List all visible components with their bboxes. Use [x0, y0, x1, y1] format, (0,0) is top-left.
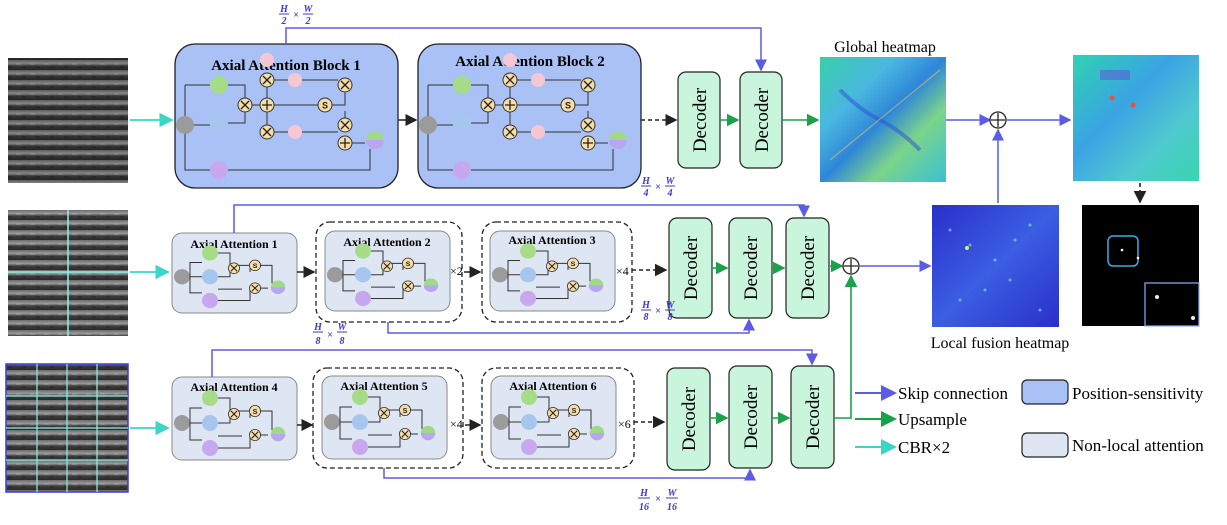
- svg-text:4: 4: [643, 188, 649, 199]
- svg-text:Decoder: Decoder: [798, 235, 819, 300]
- decoder-r1-1: Decoder: [677, 71, 721, 169]
- svg-text:8: 8: [316, 336, 321, 347]
- fraction-row3: H 8 × W 8: [313, 322, 348, 347]
- svg-text:16: 16: [639, 502, 649, 513]
- svg-text:Decoder: Decoder: [752, 87, 773, 152]
- svg-text:Decoder: Decoder: [803, 384, 824, 449]
- input-image-row1: [8, 58, 128, 183]
- decoder-r3-3: Decoder: [790, 365, 835, 469]
- local-heatmap-title: Local fusion heatmap: [931, 335, 1070, 352]
- repeat-x4-row3: ×4: [450, 417, 463, 431]
- local-fusion-heatmap: [932, 205, 1059, 327]
- svg-text:Decoder: Decoder: [741, 235, 762, 300]
- detection-result: [1082, 205, 1200, 327]
- svg-text:CBR×2: CBR×2: [898, 438, 950, 457]
- axial-attention-6: Axial Attention 6: [481, 367, 635, 469]
- svg-text:Axial Attention Block 1: Axial Attention Block 1: [211, 58, 361, 74]
- axial-attention-5: Axial Attention 5: [312, 367, 464, 469]
- decoder-r3-2: Decoder: [728, 365, 773, 469]
- svg-text:8: 8: [340, 336, 345, 347]
- decoder-r2-1: Decoder: [668, 217, 713, 319]
- repeat-x2: ×2: [450, 264, 463, 278]
- svg-text:Non-local attention: Non-local attention: [1072, 436, 1204, 455]
- fusion-add-top: [989, 111, 1007, 129]
- axial-attention-block-1: Axial Attention Block 1: [174, 43, 399, 189]
- svg-text:16: 16: [667, 502, 677, 513]
- svg-text:8: 8: [644, 312, 649, 323]
- svg-text:Axial Attention 5: Axial Attention 5: [340, 379, 427, 393]
- svg-text:×: ×: [655, 306, 661, 317]
- input-image-row2: [8, 210, 128, 336]
- svg-text:W: W: [666, 176, 676, 187]
- fraction-row2b: H 8 × W 8: [641, 300, 676, 323]
- svg-text:Upsample: Upsample: [898, 410, 967, 429]
- svg-text:W: W: [666, 300, 676, 311]
- svg-text:×: ×: [293, 10, 299, 21]
- svg-text:W: W: [338, 322, 348, 333]
- svg-text:Axial Attention Block 2: Axial Attention Block 2: [455, 54, 605, 70]
- decoder-r3-1: Decoder: [666, 367, 711, 471]
- decoder-r1-2: Decoder: [739, 71, 783, 169]
- axial-attention-2: Axial Attention 2: [315, 221, 463, 323]
- input-image-row3: [5, 363, 129, 493]
- fraction-row3b: H 16 × W 16: [638, 488, 678, 513]
- result-heatmap: [1073, 55, 1199, 181]
- global-heatmap-title: Global heatmap: [834, 39, 936, 56]
- decoder-r2-3: Decoder: [785, 217, 830, 319]
- svg-text:Skip connection: Skip connection: [898, 384, 1009, 403]
- axial-attention-4: Axial Attention 4: [171, 376, 298, 461]
- decoder-r2-2: Decoder: [728, 217, 773, 319]
- svg-text:H: H: [641, 176, 651, 187]
- svg-text:Decoder: Decoder: [741, 384, 762, 449]
- svg-text:2: 2: [281, 16, 287, 27]
- svg-text:×: ×: [327, 330, 333, 341]
- svg-text:Axial Attention 6: Axial Attention 6: [509, 379, 596, 393]
- axial-attention-block-2: Axial Attention Block 2: [417, 43, 642, 189]
- legend: Skip connection Upsample CBR×2 Position-…: [855, 379, 1204, 458]
- svg-text:H: H: [279, 4, 289, 15]
- svg-text:Decoder: Decoder: [679, 386, 700, 451]
- svg-text:Position-sensitivity: Position-sensitivity: [1072, 384, 1204, 403]
- global-heatmap: [820, 57, 946, 182]
- fraction-top: H 2 × W 2: [279, 4, 314, 27]
- svg-text:×: ×: [655, 494, 661, 505]
- svg-text:W: W: [304, 4, 314, 15]
- svg-text:Decoder: Decoder: [690, 87, 711, 152]
- svg-text:4: 4: [667, 188, 673, 199]
- axial-attention-1: Axial Attention 1: [171, 232, 298, 314]
- svg-text:×: ×: [655, 182, 661, 193]
- svg-text:H: H: [641, 300, 651, 311]
- fraction-row2: H 4 × W 4: [641, 176, 676, 199]
- svg-text:Axial Attention 4: Axial Attention 4: [190, 380, 277, 394]
- svg-text:Axial Attention 3: Axial Attention 3: [508, 233, 595, 247]
- repeat-x4-row2: ×4: [616, 264, 629, 278]
- svg-text:Decoder: Decoder: [681, 235, 702, 300]
- svg-text:2: 2: [305, 16, 311, 27]
- svg-text:8: 8: [668, 312, 673, 323]
- axial-attention-3: Axial Attention 3: [481, 221, 633, 323]
- svg-text:H: H: [639, 488, 649, 499]
- repeat-x6: ×6: [618, 417, 631, 431]
- fusion-add-middle: [842, 257, 860, 275]
- skip-r1: [285, 27, 767, 72]
- svg-text:H: H: [313, 322, 323, 333]
- svg-text:W: W: [668, 488, 678, 499]
